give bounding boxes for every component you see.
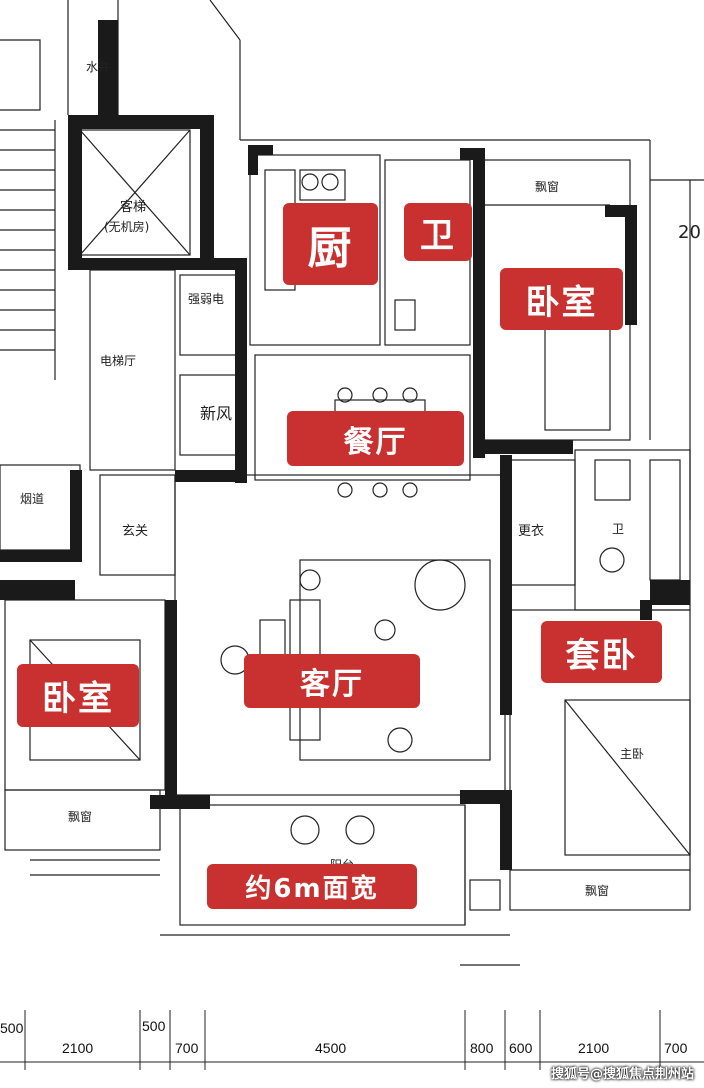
bath-label: 卫 — [404, 203, 472, 261]
kitchen-label: 厨 — [283, 203, 378, 285]
living-label: 客厅 — [244, 654, 420, 708]
dimension-800: 800 — [470, 1040, 494, 1056]
frontage-label: 约6m面宽 — [207, 864, 417, 909]
bay-window-ne-label: 飘窗 — [535, 180, 560, 194]
dimension-700-right: 700 — [664, 1040, 688, 1056]
cloak-label: 更衣 — [518, 524, 545, 539]
bedroom-ne-label: 卧室 — [500, 268, 623, 330]
dimension-700-left: 700 — [175, 1040, 199, 1056]
elevator-sublabel: (无机房) — [104, 220, 150, 234]
dimension-2100-right: 2100 — [578, 1040, 610, 1056]
strong-electric-label: 强弱电 — [188, 292, 225, 306]
master-small-label: 主卧 — [620, 747, 645, 761]
bedroom-w-label: 卧室 — [17, 664, 139, 727]
bay-window-se-label: 飘窗 — [585, 884, 610, 898]
bath-small-label: 卫 — [612, 522, 625, 536]
dining-label: 餐厅 — [287, 411, 464, 466]
dimension-2100-left: 2100 — [62, 1040, 94, 1056]
master-bedroom-label: 套卧 — [541, 621, 662, 683]
dimension-20-label: 20 — [678, 222, 701, 243]
fresh-air-label: 新风 — [200, 404, 233, 423]
bay-window-w-label: 飘窗 — [68, 810, 93, 824]
dimension-500-mid: 500 — [142, 1018, 166, 1034]
watermark: 搜狐号@搜狐焦点荆州站 — [550, 1067, 694, 1082]
smoke-duct-label: 烟道 — [20, 492, 45, 506]
dimension-600: 600 — [509, 1040, 533, 1056]
elevator-hall-label: 电梯厅 — [100, 354, 137, 368]
dimension-4500: 4500 — [315, 1040, 347, 1056]
foyer-label: 玄关 — [122, 524, 149, 539]
dimension-500-left: 500 — [0, 1020, 24, 1036]
well-label: 水井 — [86, 60, 111, 74]
elevator-label: 客梯 — [120, 200, 147, 215]
